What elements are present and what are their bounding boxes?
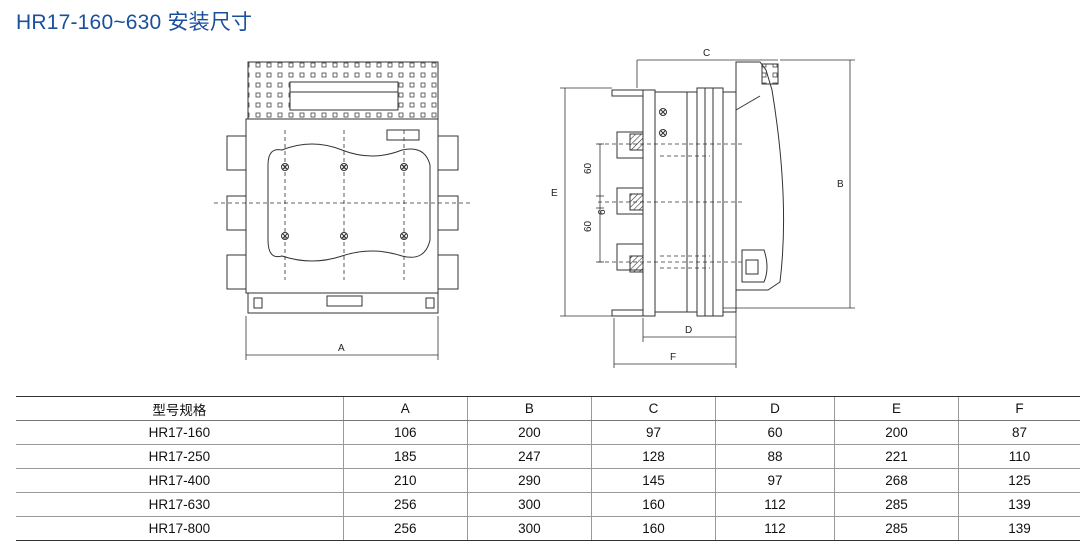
front-view — [214, 61, 470, 360]
dimension-drawing: A — [214, 48, 855, 368]
table-row: HR17-250 185 247 128 88 221 110 — [16, 444, 1080, 469]
front-main-body — [245, 118, 439, 294]
table-row: HR17-160 106 200 97 60 200 87 — [16, 420, 1080, 445]
front-base — [247, 292, 439, 314]
cell-c: 160 — [590, 516, 716, 541]
header-b: B — [466, 396, 592, 421]
cell-d: 112 — [715, 516, 835, 541]
dim-label-c: C — [703, 48, 710, 59]
cell-f: 139 — [958, 492, 1080, 517]
header-e: E — [833, 396, 959, 421]
cell-d: 60 — [715, 420, 835, 445]
dim-label-b: B — [837, 179, 844, 190]
page-title: HR17-160~630 安装尺寸 — [16, 11, 253, 34]
cell-b: 200 — [466, 420, 592, 445]
dim-label-f: F — [670, 352, 676, 363]
cell-b: 290 — [466, 468, 592, 493]
cell-model: HR17-250 — [16, 444, 344, 469]
cell-e: 200 — [833, 420, 959, 445]
cell-e: 268 — [833, 468, 959, 493]
front-label-slot-bottom — [326, 295, 363, 307]
cell-c: 97 — [590, 420, 716, 445]
dim-label-60-top: 60 — [583, 162, 594, 174]
dim-label-d: D — [685, 325, 692, 336]
cell-model: HR17-400 — [16, 468, 344, 493]
dim-label-a: A — [338, 343, 345, 354]
table-row: HR17-400 210 290 145 97 268 125 — [16, 468, 1080, 493]
table-row: HR17-630 256 300 160 112 285 139 — [16, 492, 1080, 517]
cell-f: 87 — [958, 420, 1080, 445]
cell-model: HR17-630 — [16, 492, 344, 517]
cell-a: 256 — [342, 516, 468, 541]
header-d: D — [715, 396, 835, 421]
cell-e: 285 — [833, 516, 959, 541]
table-row: HR17-800 256 300 160 112 285 139 — [16, 516, 1080, 541]
cell-a: 106 — [342, 420, 468, 445]
cell-b: 247 — [466, 444, 592, 469]
cell-model: HR17-160 — [16, 420, 344, 445]
dim-label-e: E — [551, 188, 558, 199]
front-label-slot-top — [386, 129, 420, 141]
cell-b: 300 — [466, 492, 592, 517]
cell-e: 221 — [833, 444, 959, 469]
side-terminals — [616, 131, 644, 273]
cell-e: 285 — [833, 492, 959, 517]
front-inner-cover — [267, 143, 431, 262]
front-terminals-left — [226, 135, 247, 290]
cell-f: 110 — [958, 444, 1080, 469]
front-terminals-right — [437, 135, 459, 290]
cell-a: 210 — [342, 468, 468, 493]
cell-c: 145 — [590, 468, 716, 493]
table-header-row: 型号规格 A B C D E F — [16, 396, 1080, 421]
cell-d: 112 — [715, 492, 835, 517]
cell-f: 125 — [958, 468, 1080, 493]
cell-d: 97 — [715, 468, 835, 493]
side-view — [560, 59, 855, 368]
header-model: 型号规格 — [16, 396, 344, 421]
cell-model: HR17-800 — [16, 516, 344, 541]
spec-table: 型号规格 A B C D E F HR17-160 106 200 97 60 … — [16, 396, 1080, 541]
header-f: F — [958, 396, 1080, 421]
cell-d: 88 — [715, 444, 835, 469]
cell-b: 300 — [466, 516, 592, 541]
cell-a: 256 — [342, 492, 468, 517]
side-handle — [735, 61, 785, 291]
header-a: A — [342, 396, 468, 421]
dim-label-60-bottom: 60 — [583, 220, 594, 232]
cell-f: 139 — [958, 516, 1080, 541]
cell-c: 128 — [590, 444, 716, 469]
cell-a: 185 — [342, 444, 468, 469]
dim-label-6: 6 — [597, 209, 608, 215]
header-c: C — [590, 396, 716, 421]
cell-c: 160 — [590, 492, 716, 517]
